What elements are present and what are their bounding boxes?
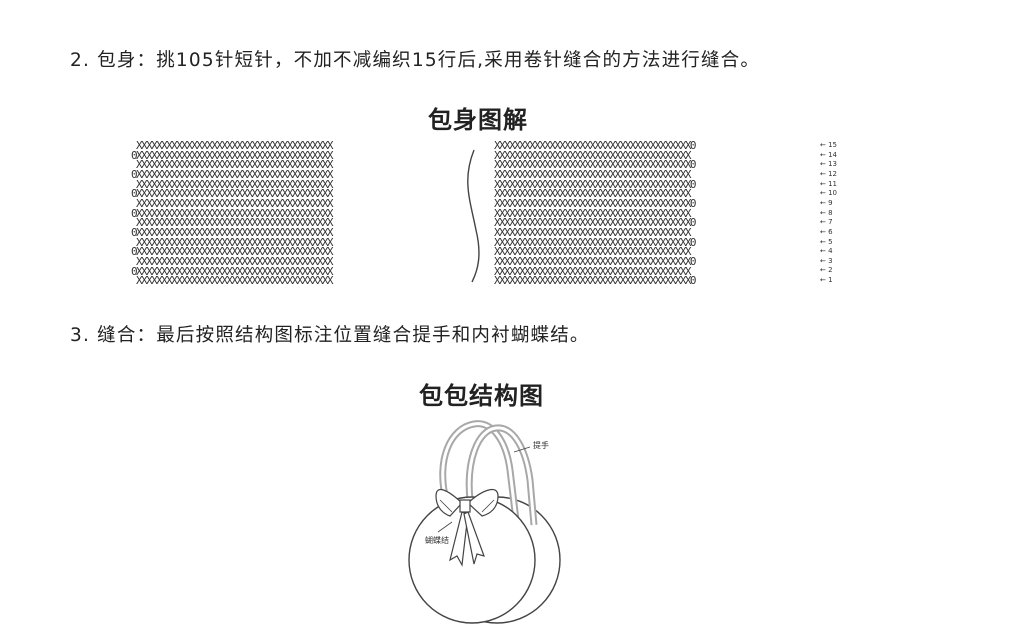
row-label: ← 5 — [820, 237, 833, 246]
row-label: ← 7 — [820, 218, 833, 227]
label-bow: 蝴蝶结 — [425, 536, 449, 545]
row-label: ← 9 — [820, 198, 833, 207]
structure-diagram-title: 包包结构图 — [419, 382, 544, 410]
row-label: ← 2 — [820, 266, 833, 275]
row-label: ← 1 — [820, 276, 833, 285]
label-handle: 提手 — [533, 441, 549, 450]
stitch-grid-right: XXXXXXXXXXXXXXXXXXXXXXXXXXXXXXXXXXXXXXX0… — [494, 139, 697, 288]
row-label: ← 3 — [820, 256, 833, 265]
row-label: ← 10 — [820, 189, 837, 198]
row-label: ← 13 — [820, 160, 837, 169]
stitch-grid-left: XXXXXXXXXXXXXXXXXXXXXXXXXXXXXXXXXXXXXXX … — [131, 139, 334, 288]
body-diagram-title: 包身图解 — [428, 106, 528, 134]
step-3-text: 3. 缝合：最后按照结构图标注位置缝合提手和内衬蝴蝶结。 — [70, 325, 590, 346]
row-label: ← 14 — [820, 150, 837, 159]
row-label: ← 15 — [820, 141, 837, 149]
row-label: ← 11 — [820, 179, 837, 188]
step-2-text: 2. 包身：挑105针短针，不加不减编织15行后,采用卷针缝合的方法进行缝合。 — [70, 50, 761, 71]
row-label: ← 8 — [820, 208, 833, 217]
break-curve-icon — [467, 149, 480, 283]
bag-illustration-icon — [408, 420, 561, 624]
row-label: ← 6 — [820, 227, 833, 236]
row-label: ← 12 — [820, 169, 837, 178]
row-label: ← 4 — [820, 247, 833, 256]
